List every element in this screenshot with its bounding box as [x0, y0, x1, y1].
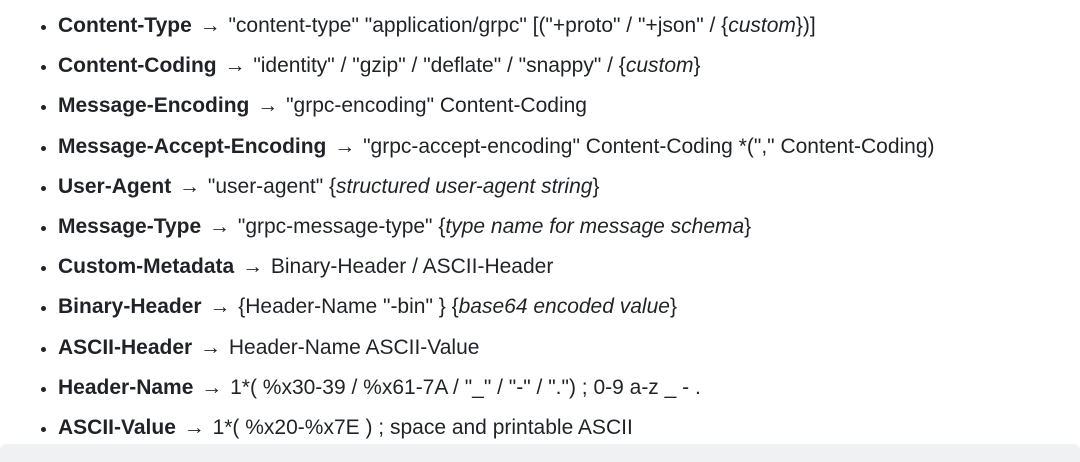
definition-part: "identity" / "gzip" / "deflate" / "snapp…: [253, 54, 626, 78]
arrow-glyph: →: [179, 174, 201, 198]
term-label: Custom-Metadata: [58, 255, 235, 279]
arrow-glyph: →: [199, 14, 221, 37]
arrow-glyph: →: [242, 255, 264, 279]
arrow-glyph: →: [183, 416, 205, 440]
definition-part: {Header-Name "-bin" } {: [238, 295, 459, 319]
definition-part-italic: custom: [625, 54, 694, 78]
definition-list: Content-Type → "content-type" "applicati…: [0, 0, 1080, 448]
definition-part-italic: structured user-agent string: [336, 174, 593, 198]
definition-part: })]: [795, 14, 816, 37]
list-item: Message-Encoding → "grpc-encoding" Conte…: [58, 86, 1070, 126]
definition-text: 1*( %x20-%x7E ) ; space and printable AS…: [213, 416, 633, 439]
term-label: ASCII-Value: [58, 416, 176, 440]
definition-part: "content-type" "application/grpc" [("+pr…: [228, 14, 729, 37]
definition-text: "identity" / "gzip" / "deflate" / "snapp…: [253, 54, 700, 77]
list-item: Message-Accept-Encoding → "grpc-accept-e…: [58, 127, 1070, 167]
definition-part-italic: type name for message schema: [445, 215, 745, 239]
arrow-glyph: →: [257, 94, 279, 118]
arrow-glyph: →: [224, 54, 246, 78]
definition-part: }: [592, 174, 600, 198]
arrow-glyph: →: [200, 335, 222, 359]
list-item: Custom-Metadata → Binary-Header / ASCII-…: [58, 247, 1070, 287]
arrow-glyph: →: [209, 295, 231, 319]
arrow-glyph: →: [334, 134, 356, 158]
arrow-glyph: →: [201, 375, 223, 399]
definition-text: "grpc-encoding" Content-Coding: [286, 94, 587, 117]
definition-part: Header-Name ASCII-Value: [228, 335, 480, 359]
list-item: Content-Coding → "identity" / "gzip" / "…: [58, 46, 1070, 86]
definition-text: "content-type" "application/grpc" [("+pr…: [228, 14, 815, 37]
definition-text: {Header-Name "-bin" } {base64 encoded va…: [238, 295, 677, 318]
list-item: ASCII-Header → Header-Name ASCII-Value: [58, 328, 1070, 368]
term-label: ASCII-Header: [58, 335, 193, 359]
definition-part: }: [744, 215, 752, 239]
definition-part: "grpc-encoding" Content-Coding: [286, 94, 587, 118]
list-item: Header-Name → 1*( %x30-39 / %x61-7A / "_…: [58, 368, 1070, 408]
definition-text: "grpc-accept-encoding" Content-Coding *(…: [363, 135, 934, 158]
list-item: Message-Type → "grpc-message-type" {type…: [58, 207, 1070, 247]
definition-part: 1*( %x20-%x7E ) ; space and printable AS…: [212, 416, 633, 440]
definition-text: 1*( %x30-39 / %x61-7A / "_" / "-" / ".")…: [230, 376, 701, 399]
definition-text: Header-Name ASCII-Value: [229, 336, 480, 359]
definition-part: }: [693, 54, 701, 78]
definition-part: }: [669, 295, 677, 319]
definition-part: "user-agent" {: [207, 174, 337, 198]
definition-part: "grpc-message-type" {: [237, 215, 446, 239]
list-item: Binary-Header → {Header-Name "-bin" } {b…: [58, 287, 1070, 327]
term-label: Header-Name: [58, 375, 194, 399]
arrow-glyph: →: [209, 215, 231, 239]
footer-strip: [0, 444, 1080, 462]
definition-part-italic: base64 encoded value: [458, 295, 670, 319]
definition-text: "user-agent" {structured user-agent stri…: [208, 175, 600, 198]
definition-text: Binary-Header / ASCII-Header: [271, 255, 553, 278]
term-label: User-Agent: [58, 174, 172, 198]
term-label: Message-Accept-Encoding: [58, 134, 327, 158]
definition-part: 1*( %x30-39 / %x61-7A / "_" / "-" / ".")…: [230, 375, 701, 399]
list-item: ASCII-Value → 1*( %x20-%x7E ) ; space an…: [58, 408, 1070, 448]
definition-part: Binary-Header / ASCII-Header: [270, 255, 554, 279]
term-label: Message-Encoding: [58, 94, 250, 118]
definition-part: "grpc-accept-encoding" Content-Coding *(…: [363, 134, 935, 158]
definition-part-italic: custom: [728, 14, 796, 37]
list-item: User-Agent → "user-agent" {structured us…: [58, 167, 1070, 207]
term-label: Content-Coding: [58, 54, 217, 78]
term-label: Content-Type: [58, 14, 192, 37]
definition-text: "grpc-message-type" {type name for messa…: [238, 215, 751, 238]
list-item: Content-Type → "content-type" "applicati…: [58, 6, 1070, 46]
term-label: Message-Type: [58, 215, 202, 239]
term-label: Binary-Header: [58, 295, 202, 319]
